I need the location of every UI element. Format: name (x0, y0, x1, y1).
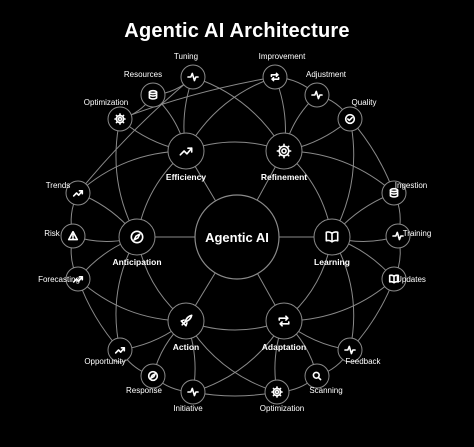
node-feedback: Feedback (337, 337, 382, 366)
database-icon (148, 89, 158, 100)
label-trends: Trends (46, 181, 71, 190)
node-forecasting: Forecasting (38, 266, 91, 292)
book-icon (388, 274, 400, 284)
label-updates: Updates (396, 275, 426, 284)
link-outer-quality (349, 118, 395, 194)
node-circle-improvement (262, 64, 288, 90)
compass-icon (130, 230, 144, 244)
label-scanning: Scanning (309, 386, 342, 395)
label-training: Training (403, 229, 432, 238)
label-adaptation: Adaptation (262, 342, 306, 352)
pulse-icon (344, 345, 356, 355)
trend-up-icon (72, 276, 84, 283)
node-adjustment: Adjustment (304, 70, 347, 108)
check-circle-icon (344, 113, 356, 125)
node-circle-optimization-bottom (264, 379, 290, 405)
pulse-icon (187, 72, 199, 82)
node-circle-trends (65, 180, 91, 206)
link-outer-optimization-bottom (192, 391, 278, 397)
book-icon (325, 231, 339, 243)
node-response: Response (126, 363, 166, 395)
link-outer-updates (349, 278, 395, 351)
node-circle-response (140, 363, 166, 389)
center-label: Agentic AI (205, 230, 269, 245)
label-initiative: Initiative (173, 404, 203, 413)
gear-icon (271, 386, 283, 398)
repeat-icon (278, 315, 290, 327)
label-ingestion: Ingestion (395, 181, 427, 190)
node-training: Training (385, 223, 432, 249)
node-circle-ingestion (381, 180, 407, 206)
node-circle-anticipation (118, 218, 156, 256)
rocket-icon (180, 314, 193, 327)
node-opportunity: Opportunity (84, 337, 133, 366)
node-trends: Trends (46, 180, 91, 206)
node-optimization-top: Optimization (84, 98, 133, 132)
trend-up-icon (72, 190, 84, 197)
node-circle-refinement (265, 132, 303, 170)
warning-icon (67, 230, 79, 241)
node-resources: Resources (124, 70, 166, 108)
node-efficiency: Efficiency (166, 132, 206, 182)
node-quality: Quality (337, 98, 377, 132)
label-opportunity: Opportunity (84, 357, 125, 366)
node-adaptation: Adaptation (262, 302, 306, 352)
label-action: Action (173, 342, 199, 352)
gear-icon (276, 143, 292, 159)
node-circle-resources (140, 82, 166, 108)
label-quality: Quality (352, 98, 377, 107)
label-risk: Risk (44, 229, 61, 238)
label-resources: Resources (124, 70, 162, 79)
label-anticipation: Anticipation (112, 257, 161, 267)
label-refinement: Refinement (261, 172, 307, 182)
node-optimization-bottom: Optimization (260, 379, 304, 413)
label-optimization-bottom: Optimization (260, 404, 304, 413)
label-response: Response (126, 386, 163, 395)
node-refinement: Refinement (261, 132, 307, 182)
center-circle (194, 194, 280, 280)
link-outer-optimization-top (119, 76, 276, 120)
node-circle-adaptation (265, 302, 303, 340)
node-circle-opportunity (107, 337, 133, 363)
node-center: Agentic AI (194, 194, 280, 280)
label-adjustment: Adjustment (306, 70, 347, 79)
node-ingestion: Ingestion (381, 180, 427, 206)
diagram-title: Agentic AI Architecture (124, 20, 350, 42)
node-circle-optimization-top (107, 106, 133, 132)
label-efficiency: Efficiency (166, 172, 206, 182)
gear-icon (114, 113, 126, 125)
trend-up-icon (114, 347, 126, 354)
repeat-icon (270, 72, 280, 82)
label-feedback: Feedback (345, 357, 381, 366)
node-circle-scanning (304, 363, 330, 389)
link-outer-trends (77, 76, 194, 194)
node-updates: Updates (381, 266, 426, 292)
label-improvement: Improvement (259, 52, 306, 61)
node-scanning: Scanning (304, 363, 343, 395)
search-icon (312, 371, 322, 381)
label-forecasting: Forecasting (38, 275, 80, 284)
node-learning: Learning (313, 218, 351, 267)
pulse-icon (311, 90, 323, 100)
pulse-icon (187, 387, 199, 397)
node-anticipation: Anticipation (112, 218, 162, 267)
database-icon (389, 187, 399, 198)
label-optimization-top: Optimization (84, 98, 128, 107)
node-improvement: Improvement (259, 52, 306, 90)
label-learning: Learning (314, 257, 350, 267)
node-initiative: Initiative (173, 379, 206, 413)
node-risk: Risk (44, 223, 86, 249)
trend-up-icon (179, 147, 193, 156)
pulse-icon (392, 231, 404, 241)
compass-icon (147, 370, 159, 382)
node-circle-efficiency (167, 132, 205, 170)
label-tuning: Tuning (174, 52, 198, 61)
node-action: Action (167, 302, 205, 352)
node-tuning: Tuning (174, 52, 206, 90)
node-circle-forecasting (65, 266, 91, 292)
